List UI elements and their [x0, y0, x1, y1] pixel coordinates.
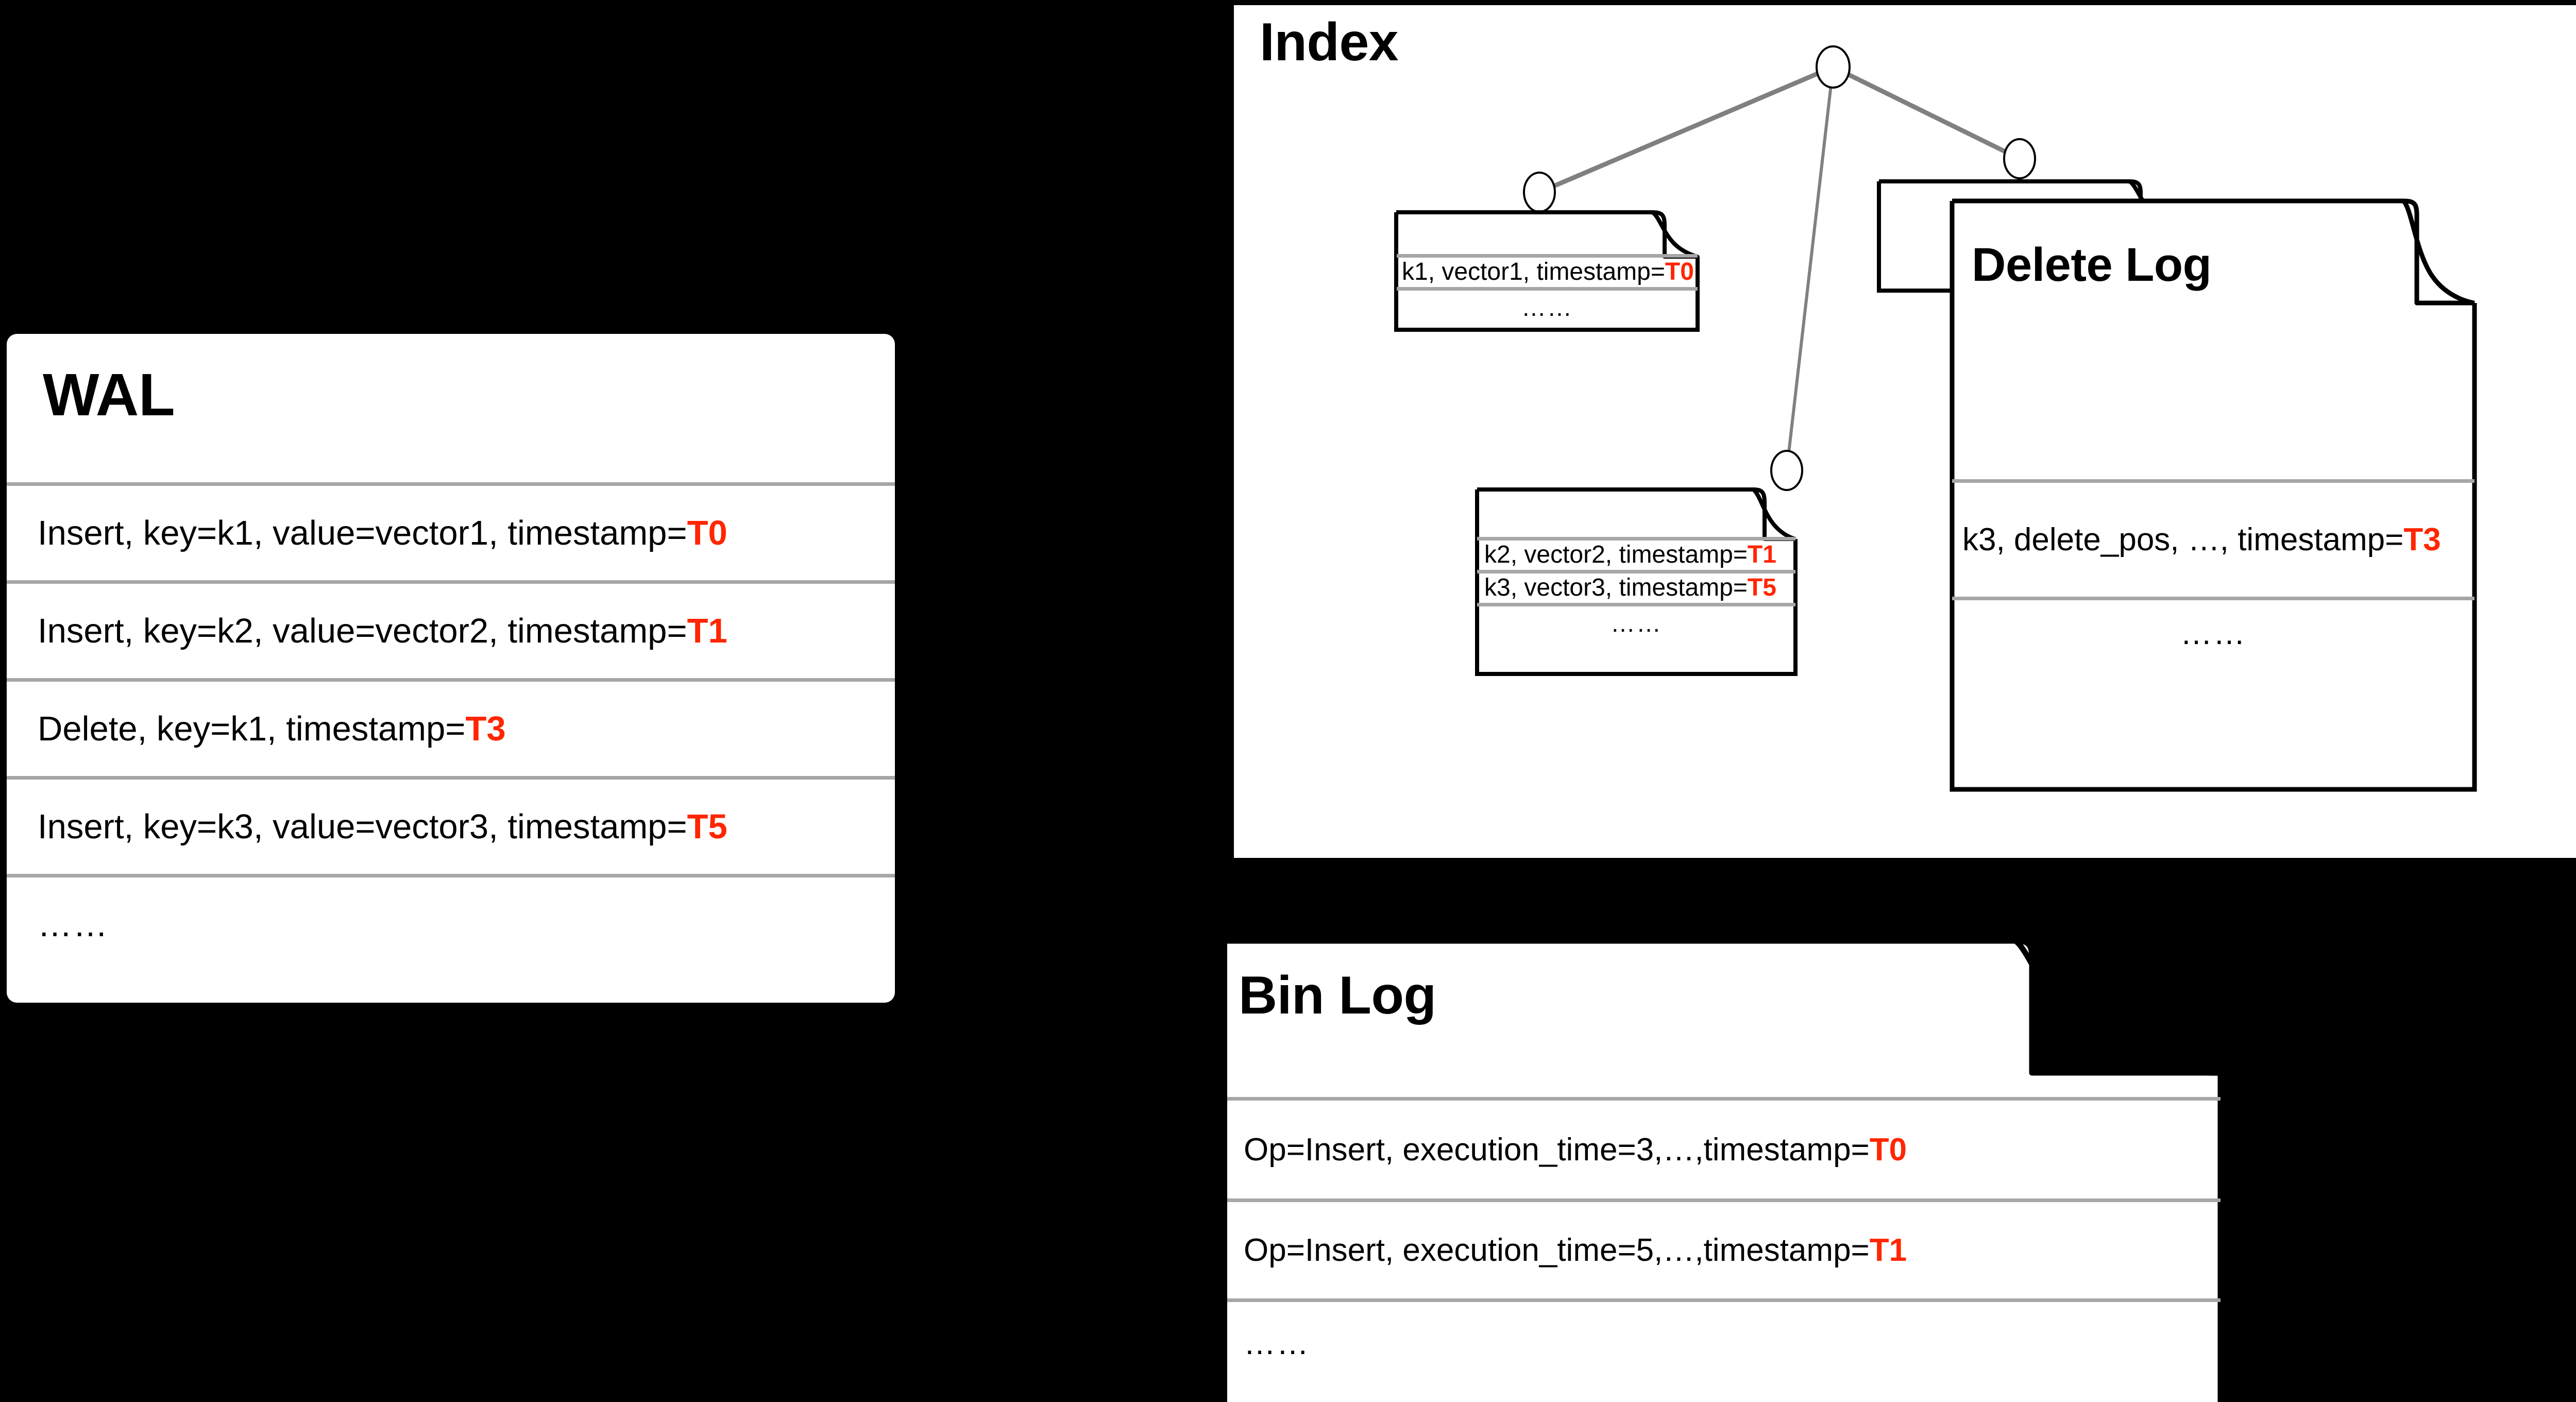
right-child-node — [2003, 138, 2036, 179]
delete-log-title: Delete Log — [1972, 239, 2212, 291]
leaf-bottom-divider-2 — [1477, 570, 1795, 573]
leaf-left-row-timestamp: T0 — [1665, 258, 1694, 285]
delete-log-row-text: k3, delete_pos, …, timestamp= — [1962, 521, 2404, 558]
wal-row: …… — [38, 877, 109, 972]
bin-log-row: Op=Insert, execution_time=5,…,timestamp=… — [1244, 1202, 1907, 1298]
wal-row: Insert, key=k2, value=vector2, timestamp… — [38, 584, 727, 678]
wal-divider-5 — [7, 874, 895, 877]
bottom-child-node — [1770, 450, 1803, 491]
doc-outline-icon — [1227, 938, 2224, 1402]
delete-log-divider-1 — [1952, 479, 2475, 483]
wal-divider-4 — [7, 776, 895, 780]
leaf-left-row: k1, vector1, timestamp=T0 — [1402, 257, 1694, 286]
leaf-bottom-row: k3, vector3, timestamp=T5 — [1484, 572, 1776, 602]
delete-log-row-text: …… — [2180, 615, 2246, 651]
doc-outline-icon — [1394, 210, 1700, 332]
leaf-left-divider-1 — [1397, 254, 1698, 258]
wal-panel: WAL Insert, key=k1, value=vector1, times… — [7, 334, 895, 1003]
wal-title: WAL — [43, 361, 175, 428]
leaf-bottom-row: k2, vector2, timestamp=T1 — [1484, 539, 1776, 569]
index-leaf-bottom-doc: k2, vector2, timestamp=T1 k3, vector3, t… — [1475, 484, 1798, 676]
doc-outline-icon — [1950, 198, 2477, 792]
bin-log-row-text: Op=Insert, execution_time=5,…,timestamp= — [1244, 1232, 1870, 1268]
wal-row-timestamp: T1 — [687, 612, 727, 650]
wal-divider-1 — [7, 482, 895, 486]
wal-row-text: Insert, key=k2, value=vector2, timestamp… — [38, 612, 687, 650]
leaf-bottom-row-timestamp: T5 — [1747, 573, 1776, 601]
index-title: Index — [1260, 12, 1399, 72]
leaf-bottom-divider-1 — [1477, 537, 1795, 540]
bin-log-divider-1 — [1227, 1097, 2221, 1101]
tree-edge-root-right — [1832, 64, 2021, 161]
bin-log-divider-3 — [1227, 1298, 2221, 1302]
wal-row-timestamp: T3 — [465, 710, 506, 748]
root-node — [1816, 45, 1851, 89]
wal-row-timestamp: T5 — [687, 807, 727, 846]
tree-edge-root-bottom — [1785, 66, 1835, 471]
leaf-bottom-divider-3 — [1477, 603, 1795, 606]
bin-log-row-text: …… — [1244, 1325, 1310, 1361]
leaf-left-divider-2 — [1397, 287, 1698, 291]
tree-edge-root-left — [1538, 64, 1834, 195]
bin-log-divider-2 — [1227, 1198, 2221, 1202]
leaf-left-row: …… — [1397, 290, 1698, 326]
bin-log-row-timestamp: T0 — [1869, 1131, 1907, 1168]
delete-log-divider-2 — [1952, 597, 2475, 600]
delete-log-row: …… — [1952, 600, 2475, 667]
wal-row: Delete, key=k1, timestamp=T3 — [38, 682, 506, 776]
wal-divider-3 — [7, 678, 895, 682]
bin-log-row: Op=Insert, execution_time=3,…,timestamp=… — [1244, 1101, 1907, 1198]
bin-log-panel: Bin Log Op=Insert, execution_time=3,…,ti… — [1227, 938, 2224, 1402]
delete-log-row-timestamp: T3 — [2403, 521, 2441, 558]
leaf-bottom-row-text: k3, vector3, timestamp= — [1484, 573, 1748, 601]
index-leaf-left-doc: k1, vector1, timestamp=T0 …… — [1394, 206, 1700, 332]
leaf-bottom-row: …… — [1477, 605, 1795, 641]
wal-row-text: Insert, key=k1, value=vector1, timestamp… — [38, 514, 687, 552]
bin-log-row-timestamp: T1 — [1869, 1232, 1907, 1268]
wal-row: Insert, key=k1, value=vector1, timestamp… — [38, 486, 727, 580]
index-panel: Index k — [1234, 5, 2576, 858]
wal-row: Insert, key=k3, value=vector3, timestamp… — [38, 780, 727, 874]
leaf-left-row-text: …… — [1521, 294, 1573, 322]
leaf-bottom-row-text: k2, vector2, timestamp= — [1484, 540, 1748, 568]
bin-log-row-text: Op=Insert, execution_time=3,…,timestamp= — [1244, 1131, 1870, 1168]
wal-row-timestamp: T0 — [687, 514, 727, 552]
wal-divider-2 — [7, 580, 895, 584]
wal-row-text: Delete, key=k1, timestamp= — [38, 710, 466, 748]
wal-row-text: …… — [38, 905, 109, 944]
delete-log-doc: Delete Log k3, delete_pos, …, timestamp=… — [1950, 196, 2477, 792]
bin-log-row: …… — [1244, 1302, 1310, 1384]
delete-log-row: k3, delete_pos, …, timestamp=T3 — [1962, 482, 2441, 597]
leaf-left-row-text: k1, vector1, timestamp= — [1402, 258, 1665, 285]
leaf-bottom-row-timestamp: T1 — [1747, 540, 1776, 568]
index-tree — [1523, 45, 2036, 491]
wal-row-text: Insert, key=k3, value=vector3, timestamp… — [38, 807, 687, 846]
bin-log-title: Bin Log — [1239, 966, 1436, 1025]
leaf-bottom-row-text: …… — [1611, 610, 1662, 637]
